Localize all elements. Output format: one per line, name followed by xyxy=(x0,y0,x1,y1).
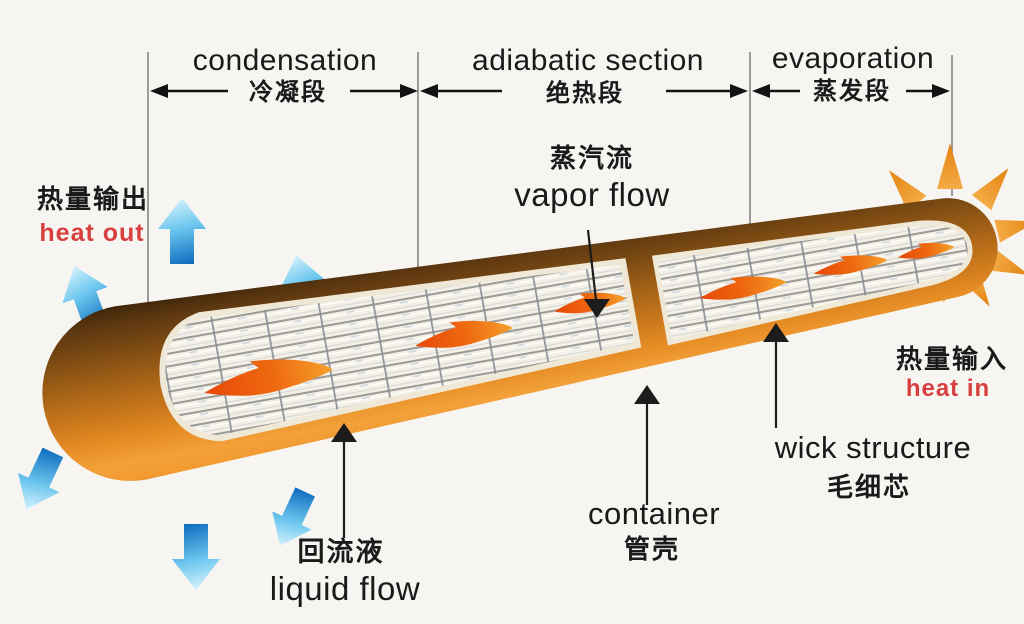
extent-arrowhead-icon xyxy=(150,84,168,98)
wick-structure-label-zh: 毛细芯 xyxy=(826,472,912,502)
condensation-label-en: condensation xyxy=(192,44,378,77)
vapor-flow-label-zh: 蒸汽流 xyxy=(549,143,635,173)
liquid-flow-label-en: liquid flow xyxy=(269,570,421,607)
wick-mesh-left xyxy=(159,258,642,442)
heat-pipe xyxy=(42,198,998,481)
pointer-lines xyxy=(342,229,778,538)
extent-arrowhead-icon xyxy=(752,84,770,98)
liquid-flow-label-zh: 回流液 xyxy=(297,537,385,567)
vapor-flow-arrowhead-icon xyxy=(584,299,610,318)
heat-in-label-en: heat in xyxy=(905,375,991,402)
adiabatic-label-zh: 绝热段 xyxy=(546,80,624,107)
heat-out-down-arrow-icon xyxy=(5,442,74,519)
container-label-zh: 管壳 xyxy=(623,534,681,564)
vapor-flow-pointer xyxy=(586,229,598,301)
evaporation-label-en: evaporation xyxy=(771,42,935,75)
heat-in-ray-icon xyxy=(971,160,1019,211)
container-arrowhead-icon xyxy=(634,385,660,404)
heat-out-up-arrow-icon xyxy=(158,198,206,264)
section-extent-arrowheads xyxy=(150,84,950,98)
heat-out-down-arrow-icon xyxy=(172,524,220,590)
wick-structure-arrowhead-icon xyxy=(763,323,789,342)
heat-in-ray-icon xyxy=(937,143,963,189)
evaporation-label-zh: 蒸发段 xyxy=(813,78,891,105)
wick-structure-label-en: wick structure xyxy=(774,430,972,465)
heat-out-label-en: heat out xyxy=(39,219,145,247)
heat-in-label-zh: 热量输入 xyxy=(895,344,1009,374)
vapor-flow-label-en: vapor flow xyxy=(514,176,670,213)
condensation-label-zh: 冷凝段 xyxy=(249,79,327,106)
liquid-flow-arrowhead-icon xyxy=(331,423,357,442)
heat-out-label-zh: 热量输出 xyxy=(36,184,150,214)
pointer-arrowheads xyxy=(331,299,789,442)
wick-mesh-right xyxy=(651,220,973,346)
extent-arrowhead-icon xyxy=(400,84,418,98)
adiabatic-label-en: adiabatic section xyxy=(472,44,704,77)
heat-in-ray-icon xyxy=(994,209,1024,243)
extent-arrowhead-icon xyxy=(932,84,950,98)
extent-arrowhead-icon xyxy=(420,84,438,98)
extent-arrowhead-icon xyxy=(730,84,748,98)
container-label-en: container xyxy=(587,496,721,531)
